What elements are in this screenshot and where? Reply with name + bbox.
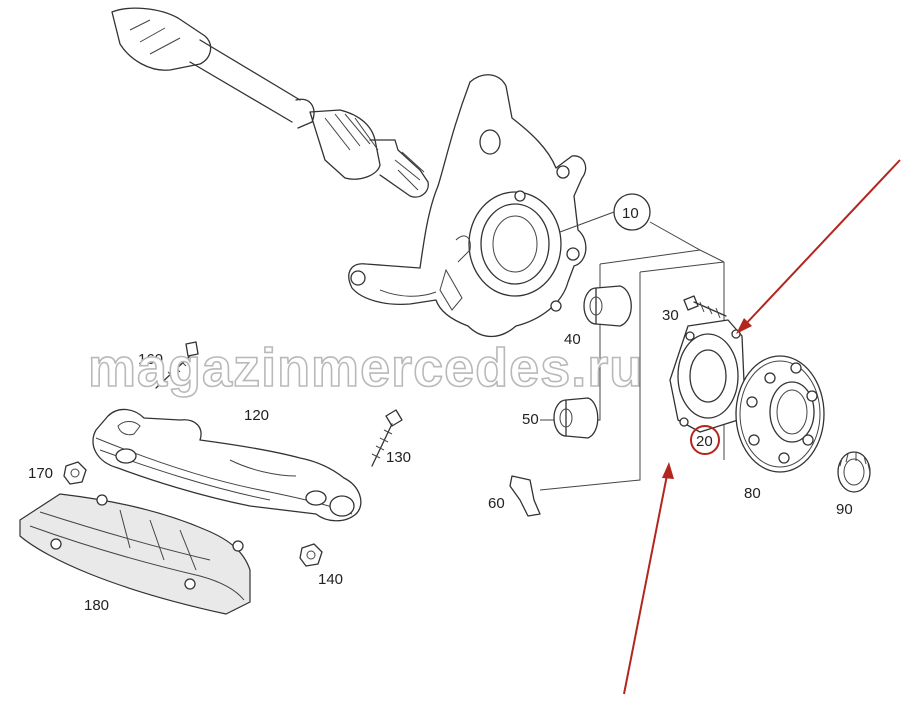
highlight-circle-20	[690, 425, 720, 455]
nut-140	[299, 543, 323, 567]
drive-shaft	[111, 7, 429, 198]
part-label-160: 160	[138, 351, 163, 368]
brake-disc-80	[735, 355, 825, 473]
part-label-40: 40	[564, 331, 581, 348]
part-label-50: 50	[522, 411, 539, 428]
part-label-180: 180	[84, 597, 109, 614]
wheel-hub-20	[669, 319, 745, 433]
bushing-50	[553, 397, 599, 439]
part-label-60: 60	[488, 495, 505, 512]
hub-nut-90	[837, 451, 871, 493]
bolt-130	[371, 409, 403, 467]
part-label-140: 140	[318, 571, 343, 588]
highlight-arrow-top	[736, 159, 901, 334]
control-arm-120	[92, 408, 362, 522]
part-label-170: 170	[28, 465, 53, 482]
bolt-30	[683, 295, 727, 319]
part-label-10: 10	[622, 205, 639, 222]
bushing-40	[583, 285, 632, 327]
part-label-80: 80	[744, 485, 761, 502]
clip-60	[509, 475, 541, 517]
part-label-20: 20	[696, 433, 713, 450]
part-label-30: 30	[662, 307, 679, 324]
part-label-120: 120	[244, 407, 269, 424]
part-label-130: 130	[386, 449, 411, 466]
watermark-text: magazinmercedes.ru	[88, 338, 643, 398]
wheel-carrier-knuckle	[348, 74, 587, 338]
highlight-arrow-bottom	[623, 462, 674, 695]
part-label-90: 90	[836, 501, 853, 518]
bolt-160	[155, 341, 199, 389]
nut-170	[63, 461, 87, 485]
underbody-cover-180	[19, 493, 251, 615]
